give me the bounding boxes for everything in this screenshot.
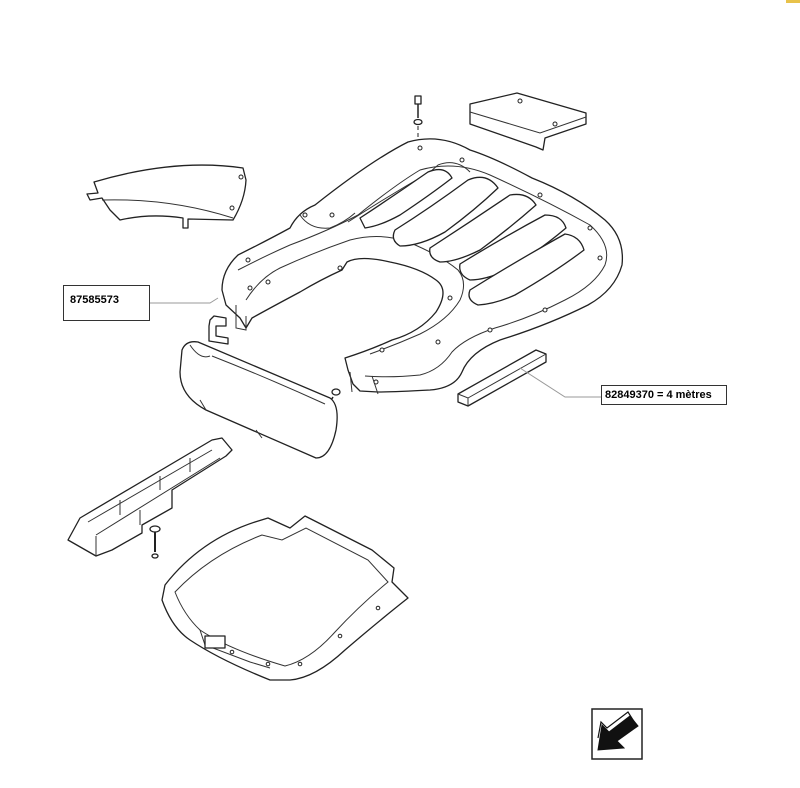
part-number-callout: 82849370 = 4 mètres: [601, 385, 727, 405]
front-direction-arrow-icon: [591, 708, 643, 760]
corner-marker: [786, 0, 800, 3]
rail-screw: [149, 525, 161, 559]
z-bracket: [208, 315, 229, 345]
top-left-fan-panel: [86, 164, 247, 229]
rubber-strip-part: [457, 349, 547, 407]
side-rail-bracket: [67, 437, 233, 557]
part-number-callout: 87585573: [63, 285, 150, 321]
leader-line-b: [519, 367, 602, 398]
front-foam-block: [179, 341, 338, 459]
bottom-tray: [161, 515, 409, 681]
main-seat-frame: [221, 138, 624, 395]
top-right-cover-plate: [469, 92, 587, 151]
leader-line-a: [150, 297, 219, 304]
